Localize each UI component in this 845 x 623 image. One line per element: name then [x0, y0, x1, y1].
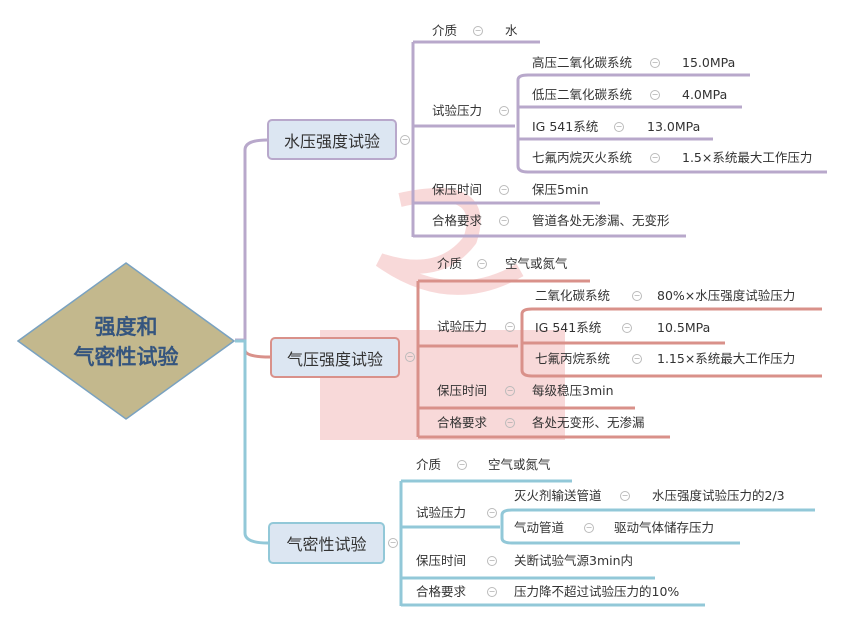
system-label[interactable]: 高压二氧化碳系统 — [532, 55, 633, 70]
collapse-icon[interactable]: − — [584, 523, 594, 533]
collapse-icon[interactable]: − — [614, 122, 624, 132]
hold-time-label[interactable]: 保压时间 — [416, 553, 467, 568]
medium-value[interactable]: 水 — [505, 23, 518, 38]
pressure-value[interactable]: 4.0MPa — [682, 87, 728, 102]
collapse-icon[interactable]: − — [499, 216, 509, 226]
pass-criteria-value[interactable]: 压力降不超过试验压力的10% — [514, 584, 680, 599]
system-label[interactable]: IG 541系统 — [532, 119, 599, 134]
pass-criteria-label[interactable]: 合格要求 — [437, 415, 488, 430]
collapse-icon[interactable]: − — [650, 90, 660, 100]
hold-time-label[interactable]: 保压时间 — [437, 383, 488, 398]
test-pressure-label[interactable]: 试验压力 — [416, 505, 467, 520]
system-label[interactable]: IG 541系统 — [535, 320, 602, 335]
test-pressure-label[interactable]: 试验压力 — [432, 103, 483, 118]
branch-airtightness-test[interactable]: 气密性试验 — [268, 522, 385, 564]
branch-gas-pressure-test[interactable]: 气压强度试验 — [270, 337, 400, 378]
hold-time-value[interactable]: 每级稳压3min — [532, 383, 614, 398]
collapse-icon[interactable]: − — [499, 106, 509, 116]
root-line1: 强度和 — [94, 315, 158, 339]
collapse-icon[interactable]: − — [505, 322, 515, 332]
system-label[interactable]: 七氟丙烷灭火系统 — [532, 150, 633, 165]
system-label[interactable]: 低压二氧化碳系统 — [532, 87, 633, 102]
medium-label[interactable]: 介质 — [416, 457, 442, 472]
pipe-label[interactable]: 气动管道 — [514, 520, 565, 535]
collapse-icon[interactable]: − — [650, 153, 660, 163]
collapse-icon[interactable]: − — [620, 491, 630, 501]
medium-value[interactable]: 空气或氮气 — [488, 457, 551, 472]
system-label[interactable]: 二氧化碳系统 — [535, 288, 611, 303]
collapse-icon[interactable]: − — [632, 354, 642, 364]
pressure-value[interactable]: 15.0MPa — [682, 55, 736, 70]
pressure-value[interactable]: 水压强度试验压力的2/3 — [652, 488, 785, 503]
pipe-label[interactable]: 灭火剂输送管道 — [514, 488, 602, 503]
collapse-icon[interactable]: − — [487, 508, 497, 518]
collapse-icon[interactable]: − — [505, 418, 515, 428]
test-pressure-label[interactable]: 试验压力 — [437, 319, 488, 334]
collapse-icon[interactable]: − — [622, 323, 632, 333]
hold-time-label[interactable]: 保压时间 — [432, 182, 483, 197]
pressure-value[interactable]: 13.0MPa — [647, 119, 701, 134]
collapse-icon[interactable]: − — [477, 259, 487, 269]
pressure-value[interactable]: 10.5MPa — [657, 320, 711, 335]
branch-water-pressure-test[interactable]: 水压强度试验 — [267, 119, 397, 160]
collapse-icon[interactable]: − — [650, 58, 660, 68]
collapse-icon[interactable]: − — [632, 291, 642, 301]
collapse-icon[interactable]: − — [388, 538, 398, 548]
medium-label[interactable]: 介质 — [432, 23, 458, 38]
pass-criteria-value[interactable]: 管道各处无渗漏、无变形 — [532, 213, 670, 228]
pass-criteria-value[interactable]: 各处无变形、无渗漏 — [532, 415, 645, 430]
pressure-value[interactable]: 1.15×系统最大工作压力 — [657, 351, 796, 366]
collapse-icon[interactable]: − — [405, 352, 415, 362]
root-line2: 气密性试验 — [73, 345, 179, 369]
pass-criteria-label[interactable]: 合格要求 — [432, 213, 483, 228]
collapse-icon[interactable]: − — [487, 556, 497, 566]
collapse-icon[interactable]: − — [499, 185, 509, 195]
pass-criteria-label[interactable]: 合格要求 — [416, 584, 467, 599]
pressure-value[interactable]: 80%×水压强度试验压力 — [657, 288, 796, 303]
collapse-icon[interactable]: − — [473, 26, 483, 36]
medium-label[interactable]: 介质 — [437, 256, 463, 271]
pressure-value[interactable]: 1.5×系统最大工作压力 — [682, 150, 813, 165]
pressure-value[interactable]: 驱动气体储存压力 — [614, 520, 715, 535]
root-node[interactable]: 强度和气密性试验 — [16, 262, 236, 420]
collapse-icon[interactable]: − — [400, 135, 410, 145]
hold-time-value[interactable]: 关断试验气源3min内 — [514, 553, 634, 568]
system-label[interactable]: 七氟丙烷系统 — [535, 351, 611, 366]
collapse-icon[interactable]: − — [505, 386, 515, 396]
hold-time-value[interactable]: 保压5min — [532, 182, 589, 197]
collapse-icon[interactable]: − — [457, 460, 467, 470]
medium-value[interactable]: 空气或氮气 — [505, 256, 568, 271]
collapse-icon[interactable]: − — [487, 587, 497, 597]
